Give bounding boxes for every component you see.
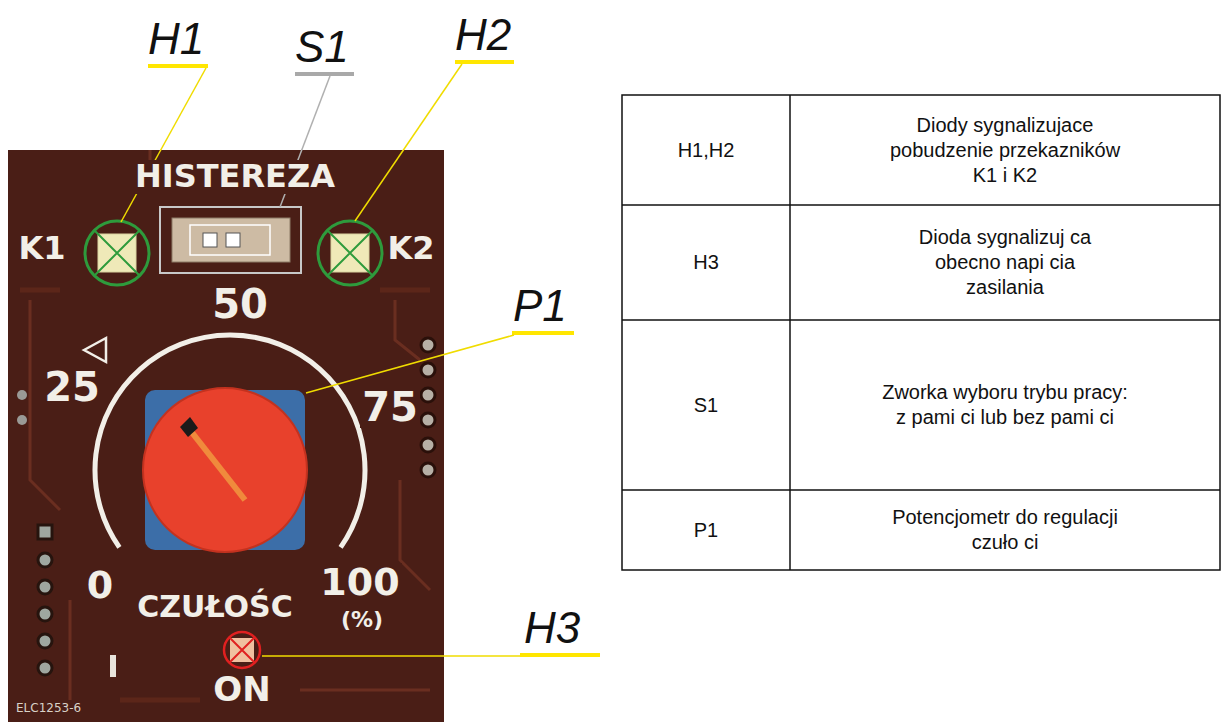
callout-underline bbox=[295, 72, 354, 76]
callout-label: H2 bbox=[455, 10, 511, 61]
table-rule bbox=[622, 319, 1220, 321]
silkscreen-text: K1 bbox=[16, 232, 67, 266]
board-id: ELC1253-6 bbox=[14, 702, 83, 715]
leader-line bbox=[306, 335, 514, 393]
led-marker-cross bbox=[95, 231, 139, 275]
silkscreen-text: 0 bbox=[85, 566, 115, 606]
pin-row bbox=[38, 525, 52, 675]
table-cell: Dioda sygnalizuj ca obecno napi cia zasi… bbox=[900, 225, 1110, 300]
silkscreen-text: 50 bbox=[210, 283, 270, 325]
silkscreen-text: ON bbox=[211, 672, 272, 708]
pin bbox=[38, 607, 52, 621]
silkscreen-text: 25 bbox=[42, 366, 102, 408]
pcb-trace bbox=[30, 150, 430, 700]
callout-underline bbox=[512, 331, 574, 335]
pin bbox=[38, 525, 52, 539]
led-marker bbox=[318, 221, 382, 285]
pin bbox=[38, 553, 52, 567]
table-rule bbox=[622, 489, 1220, 491]
via bbox=[17, 415, 27, 425]
silkscreen-text: K2 bbox=[385, 232, 436, 266]
callout-label: P1 bbox=[513, 281, 567, 332]
callout-underline bbox=[520, 653, 600, 657]
pin bbox=[38, 634, 52, 648]
potentiometer-knob bbox=[143, 388, 307, 552]
pin bbox=[38, 661, 52, 675]
callout-underline bbox=[148, 64, 208, 68]
led-marker-cross bbox=[229, 637, 255, 663]
table-rule bbox=[622, 204, 1220, 206]
table-cell: P1 bbox=[694, 519, 718, 542]
pcb-trace bbox=[20, 290, 430, 700]
led-marker bbox=[85, 221, 149, 285]
pad bbox=[421, 388, 435, 402]
silkscreen-text: 75 bbox=[360, 386, 420, 428]
led-marker-cross bbox=[328, 231, 372, 275]
leader-line bbox=[262, 655, 520, 657]
silkscreen-text: HISTEREZA bbox=[133, 160, 337, 194]
table-cell: S1 bbox=[694, 394, 718, 417]
silkscreen-text: (%) bbox=[339, 608, 385, 631]
table-cell: Potencjometr do regulacji czuło ci bbox=[875, 505, 1135, 555]
led-on bbox=[230, 638, 254, 662]
callout-underline bbox=[455, 60, 514, 64]
pad bbox=[421, 463, 435, 477]
table-cell: Diody sygnalizujace pobudzenie przekazni… bbox=[875, 113, 1135, 188]
led-marker bbox=[224, 632, 260, 668]
via bbox=[17, 390, 27, 400]
knob-pointer bbox=[190, 430, 245, 500]
pcb-board bbox=[8, 150, 444, 722]
pad bbox=[421, 413, 435, 427]
pin bbox=[38, 580, 52, 594]
pad bbox=[421, 438, 435, 452]
leader-line bbox=[121, 68, 206, 222]
dial-triangle bbox=[84, 338, 106, 362]
table-rule bbox=[789, 95, 791, 570]
jumper-frame bbox=[190, 225, 270, 255]
pad bbox=[421, 363, 435, 377]
jumper-pin bbox=[226, 233, 240, 247]
knob-pointer-tip bbox=[180, 417, 198, 437]
table-frame bbox=[622, 95, 1220, 570]
leader-line bbox=[355, 64, 462, 221]
silkscreen-text: 100 bbox=[318, 563, 401, 603]
callout-label: H1 bbox=[148, 14, 204, 65]
silkscreen-mark bbox=[110, 655, 116, 677]
callout-label: S1 bbox=[295, 22, 349, 73]
jumper-pin bbox=[203, 233, 217, 247]
jumper-outline bbox=[160, 207, 301, 273]
callout-label: H3 bbox=[524, 603, 580, 654]
table-cell: Zworka wyboru trybu pracy: z pami ci lub… bbox=[875, 380, 1135, 430]
pad bbox=[421, 338, 435, 352]
jumper-body bbox=[172, 218, 290, 262]
table-cell: H3 bbox=[693, 251, 719, 274]
table-cell: H1,H2 bbox=[678, 139, 735, 162]
silkscreen-text: CZUŁOŚC bbox=[135, 591, 294, 623]
